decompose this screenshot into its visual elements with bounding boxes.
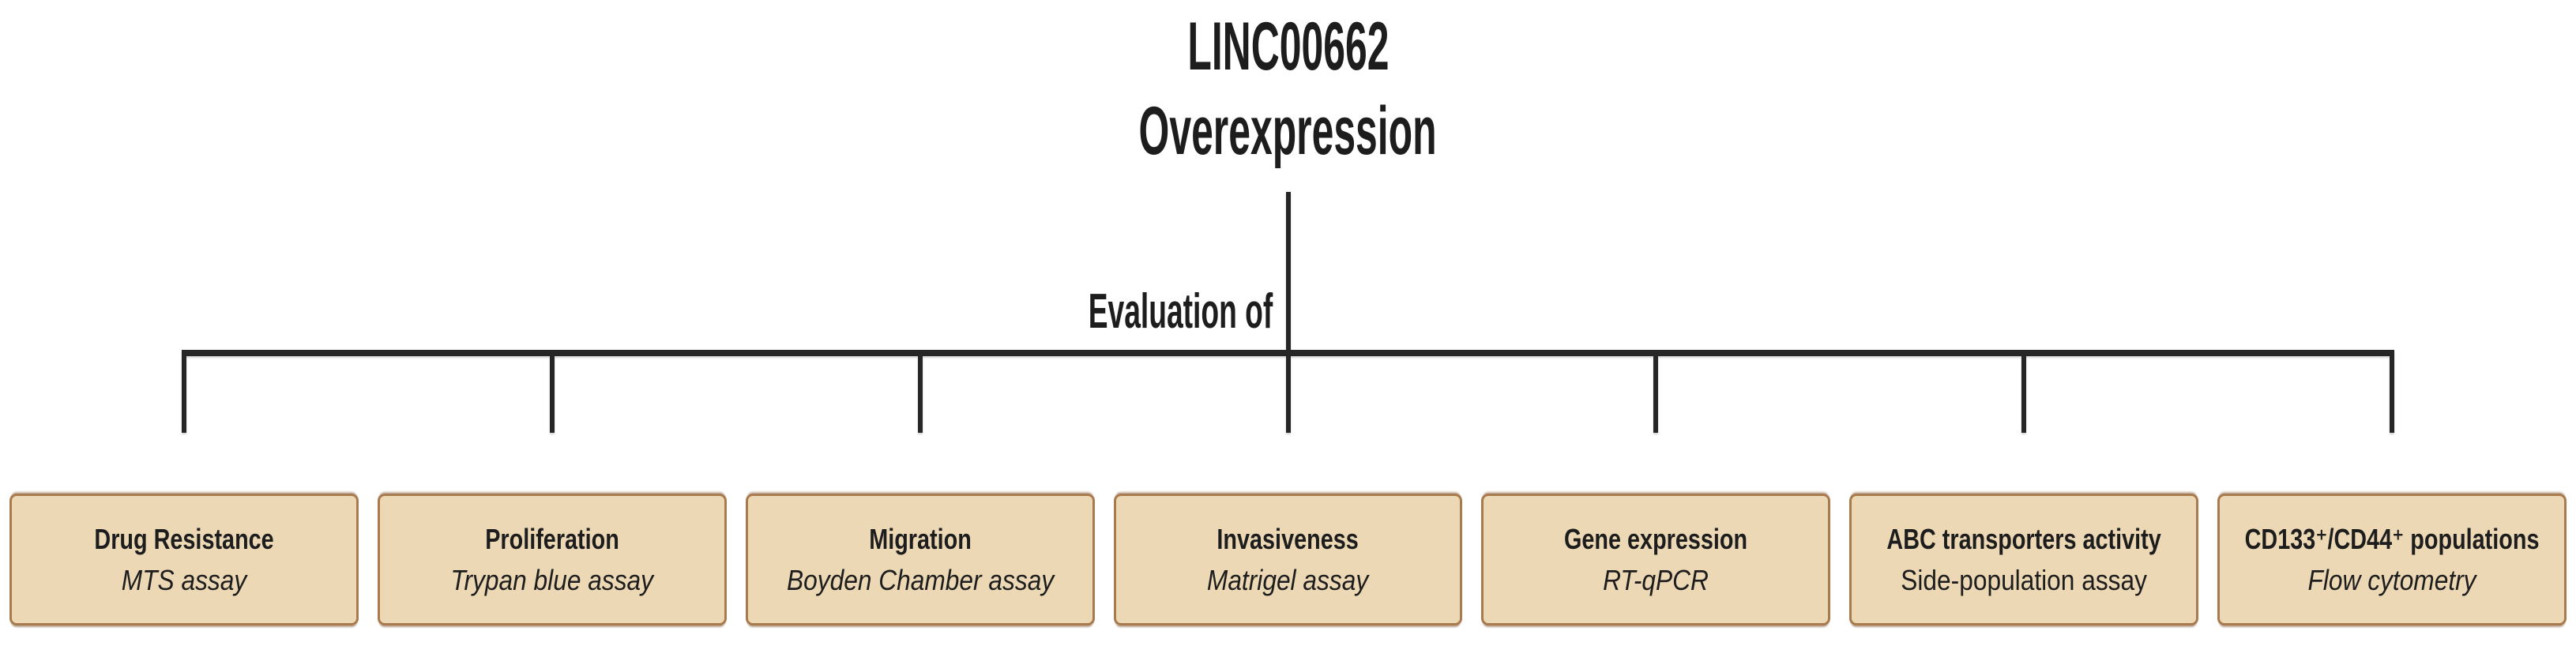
assay-box-title: Drug Resistance	[94, 522, 274, 555]
assay-box-method: MTS assay	[121, 563, 247, 596]
title-line-1: LINC00662	[1186, 9, 1390, 85]
assay-box-title: ABC transporters activity	[1886, 522, 2161, 555]
assay-box-method: Flow cytometry	[2307, 563, 2476, 596]
assay-box-method: Side-population assay	[1901, 563, 2148, 596]
assay-box: Drug Resistance MTS assay	[9, 494, 359, 625]
assay-box-title: Proliferation	[484, 522, 619, 555]
assay-boxes-row: Drug Resistance MTS assay Proliferation …	[9, 494, 2567, 625]
evaluation-of-label: Evaluation of	[1088, 284, 1273, 339]
assay-box: CD133⁺/CD44⁺ populations Flow cytometry	[2217, 494, 2567, 625]
diagram-title: LINC00662 Overexpression	[0, 5, 2576, 173]
assay-box: Gene expression RT-qPCR	[1481, 494, 1831, 625]
assay-box-method: Boyden Chamber assay	[786, 563, 1054, 596]
assay-box: Migration Boyden Chamber assay	[745, 494, 1095, 625]
assay-box-title: Invasiveness	[1217, 522, 1359, 555]
assay-box-title: CD133⁺/CD44⁺ populations	[2244, 522, 2540, 555]
assay-box-method: Matrigel assay	[1207, 563, 1369, 596]
assay-box: Invasiveness Matrigel assay	[1113, 494, 1463, 625]
assay-box-title: Gene expression	[1564, 522, 1748, 555]
assay-box-title: Migration	[868, 522, 972, 555]
assay-box: ABC transporters activity Side-populatio…	[1849, 494, 2199, 625]
assay-box: Proliferation Trypan blue assay	[377, 494, 727, 625]
assay-box-method: RT-qPCR	[1603, 563, 1709, 596]
assay-box-method: Trypan blue assay	[450, 563, 654, 596]
title-line-2: Overexpression	[1138, 92, 1438, 169]
